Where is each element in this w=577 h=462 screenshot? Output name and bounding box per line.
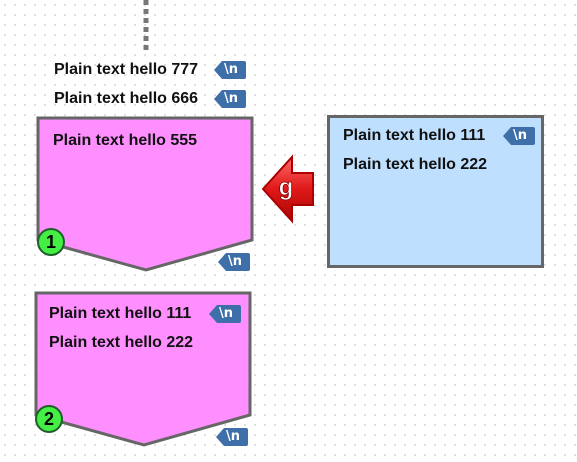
- newline-badge: \n: [214, 60, 246, 80]
- newline-badge: \n: [209, 304, 241, 324]
- pink-node-2-text-111: Plain text hello 111: [49, 305, 192, 322]
- goto-label: g: [279, 174, 294, 201]
- goto-arrow-icon[interactable]: g: [260, 154, 316, 226]
- newline-badge: \n: [503, 126, 535, 146]
- newline-badge: \n: [216, 427, 248, 447]
- pink-node-2-text-222: Plain text hello 222: [49, 334, 194, 351]
- pink-node-2-shape[interactable]: [34, 291, 254, 448]
- text-line-777: Plain text hello 777: [54, 61, 199, 78]
- dotted-connector: [143, 0, 149, 52]
- newline-badge: \n: [218, 252, 250, 272]
- newline-badge: \n: [214, 89, 246, 109]
- marker-1: 1: [37, 228, 65, 256]
- marker-2: 2: [35, 405, 63, 433]
- blue-node-text-222: Plain text hello 222: [343, 156, 488, 173]
- blue-node-text-111: Plain text hello 111: [343, 127, 486, 144]
- text-line-666: Plain text hello 666: [54, 90, 199, 107]
- pink-node-1-text: Plain text hello 555: [53, 132, 198, 149]
- pink-node-1-shape[interactable]: [36, 116, 256, 273]
